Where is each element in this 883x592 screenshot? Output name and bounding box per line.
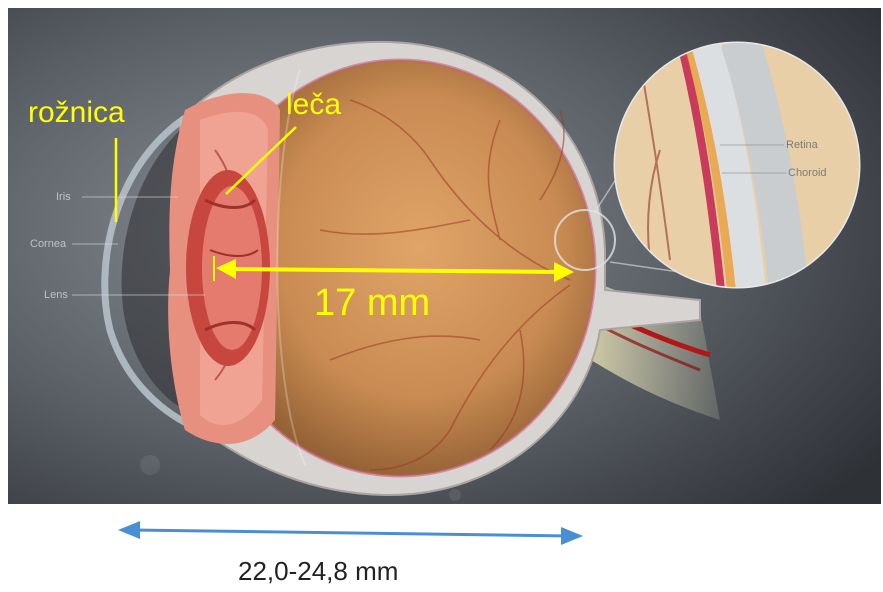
total-length-label: 22,0-24,8 mm [238,556,498,587]
retina-label: Retina [786,139,819,151]
total-length-arrow [118,521,583,545]
lens-label: Lens [44,289,68,301]
bokeh-dot [449,489,461,501]
cornea-label: Cornea [30,238,67,250]
bokeh-dot [140,455,160,475]
inner-length-label: 17 mm [314,282,430,324]
choroid-label: Choroid [788,167,827,179]
lens-hr-label: leča [286,88,341,121]
iris-label: Iris [56,191,71,203]
cornea-hr-label: rožnica [28,96,125,129]
